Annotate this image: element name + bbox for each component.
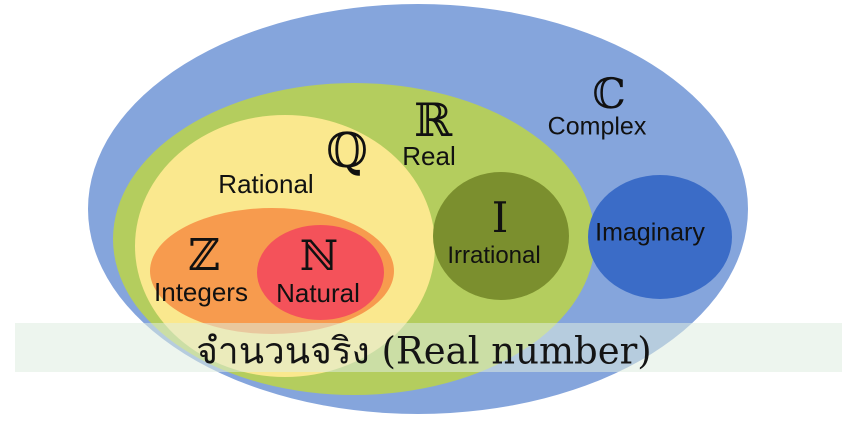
complex-set-label: Complex: [547, 112, 647, 141]
complex-set-symbol: ℂ: [592, 69, 626, 118]
rational-set-symbol: ℚ: [326, 123, 368, 179]
imaginary-set-circle: [588, 175, 732, 299]
real-set-label: Real: [402, 141, 456, 171]
real-set-symbol: ℝ: [413, 93, 453, 147]
caption-banner-strip: [15, 323, 842, 372]
rational-set-label: Rational: [218, 169, 314, 199]
imaginary-set-label: Imaginary: [595, 218, 705, 247]
natural-set-ellipse: [257, 225, 384, 320]
natural-set-label: Natural: [276, 278, 360, 308]
integers-set-symbol: ℤ: [187, 230, 221, 281]
integers-set-label: Integers: [154, 277, 248, 307]
irrational-set-label: Irrational: [447, 242, 541, 269]
caption-banner-text: จำนวนจริง (Real number): [196, 329, 652, 373]
irrational-set-symbol: I: [491, 193, 509, 242]
irrational-set-circle: [433, 172, 569, 300]
natural-set-symbol: ℕ: [299, 231, 339, 280]
